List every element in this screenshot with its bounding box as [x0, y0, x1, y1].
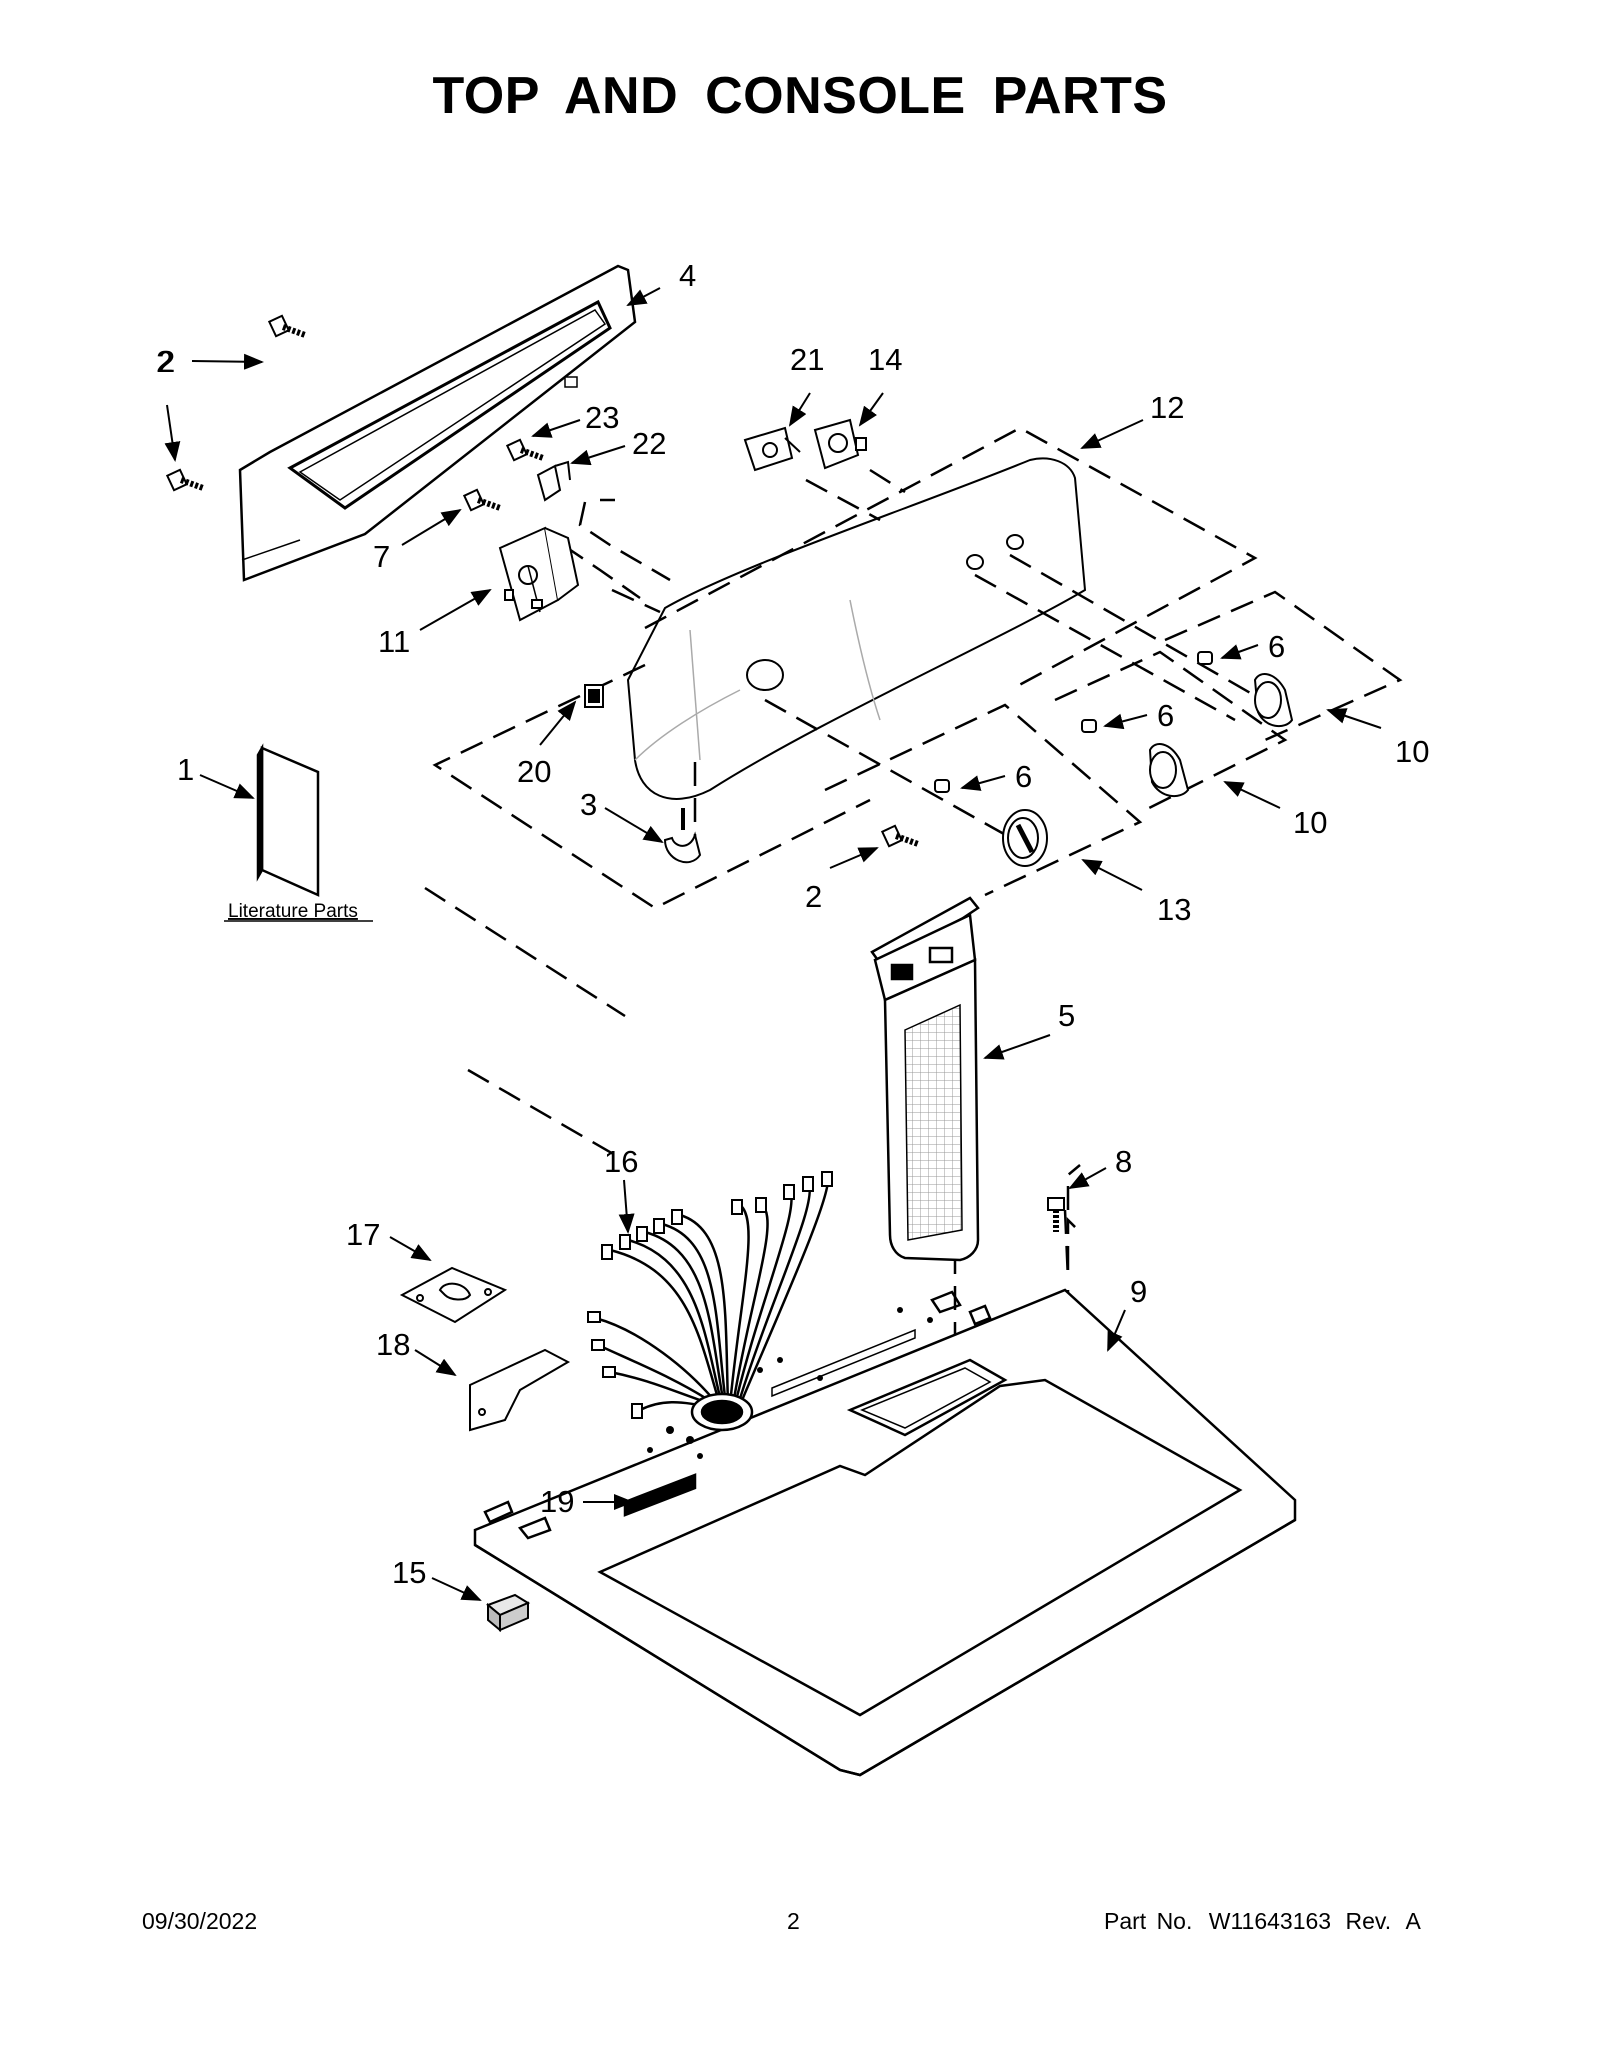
bracket-part-17 — [399, 1266, 508, 1324]
callout-1: 1 — [177, 752, 194, 787]
callout-16: 16 — [604, 1144, 638, 1179]
callout-23: 23 — [585, 400, 619, 435]
literature-parts-label: Literature Parts — [228, 901, 358, 922]
callout-19: 19 — [540, 1484, 574, 1519]
callout-10: 10 — [1293, 805, 1327, 840]
screw-icon — [462, 488, 502, 512]
callout-12: 12 — [1150, 390, 1184, 425]
switch-part-21 — [743, 426, 801, 472]
page-title: TOP AND CONSOLE PARTS — [432, 67, 1168, 125]
top-panel-part-9 — [473, 1288, 1297, 1777]
callout-9: 9 — [1130, 1274, 1147, 1309]
footer-part-info: Part No. W11643163 Rev. A — [1104, 1908, 1421, 1935]
bracket-part-18 — [469, 1348, 571, 1432]
callout-2: 2 — [805, 879, 822, 914]
clip-part-3 — [663, 808, 702, 864]
switch-part-14 — [813, 418, 867, 470]
lint-screen-part-5 — [870, 896, 980, 1262]
screw-icon — [880, 824, 920, 848]
knob-parts — [934, 651, 1294, 867]
callout-15: 15 — [392, 1555, 426, 1590]
screw-icons — [165, 314, 1065, 1232]
screw-icon — [267, 314, 307, 338]
foot-pad-part-15 — [486, 1593, 531, 1633]
screw-icon — [1047, 1197, 1065, 1232]
callout-7: 7 — [373, 539, 390, 574]
callout-22: 22 — [632, 426, 666, 461]
callout-10: 10 — [1395, 734, 1429, 769]
literature-booklet — [256, 743, 320, 897]
callout-17: 17 — [346, 1217, 380, 1252]
console-shell — [626, 457, 1087, 800]
callout-11: 11 — [378, 624, 410, 659]
callout-labels: 2 4 2 21 14 12 23 22 7 11 6 6 6 10 10 1 … — [156, 258, 1429, 1590]
callout-2: 2 — [156, 344, 173, 379]
callout-20: 20 — [517, 754, 551, 789]
screw-icon — [165, 468, 205, 492]
callout-13: 13 — [1157, 892, 1191, 927]
wire-harness-part-16 — [587, 1171, 833, 1419]
callout-6: 6 — [1268, 629, 1285, 664]
callout-6: 6 — [1157, 698, 1174, 733]
callout-8: 8 — [1115, 1144, 1132, 1179]
rev-label: Rev. — [1345, 1908, 1392, 1934]
console-back-panel — [238, 264, 637, 582]
callout-21: 21 — [790, 342, 824, 377]
timer-part-11 — [498, 526, 580, 622]
callout-2: 2 — [158, 344, 175, 379]
footer-date: 09/30/2022 — [142, 1908, 258, 1934]
callout-5: 5 — [1058, 998, 1075, 1033]
leader-arrows — [164, 287, 1382, 1601]
bracket-part-20 — [584, 684, 604, 708]
callout-4: 4 — [679, 258, 696, 293]
rev-value: A — [1405, 1908, 1421, 1934]
part-no-label: Part No. — [1104, 1908, 1193, 1934]
clip-part-22 — [536, 460, 571, 502]
callout-3: 3 — [580, 787, 597, 822]
screw-icon — [505, 438, 545, 462]
callout-18: 18 — [376, 1327, 410, 1362]
footer-page-number: 2 — [787, 1908, 800, 1934]
callout-6: 6 — [1015, 759, 1032, 794]
callout-14: 14 — [868, 342, 902, 377]
part-no-value: W11643163 — [1208, 1908, 1332, 1934]
